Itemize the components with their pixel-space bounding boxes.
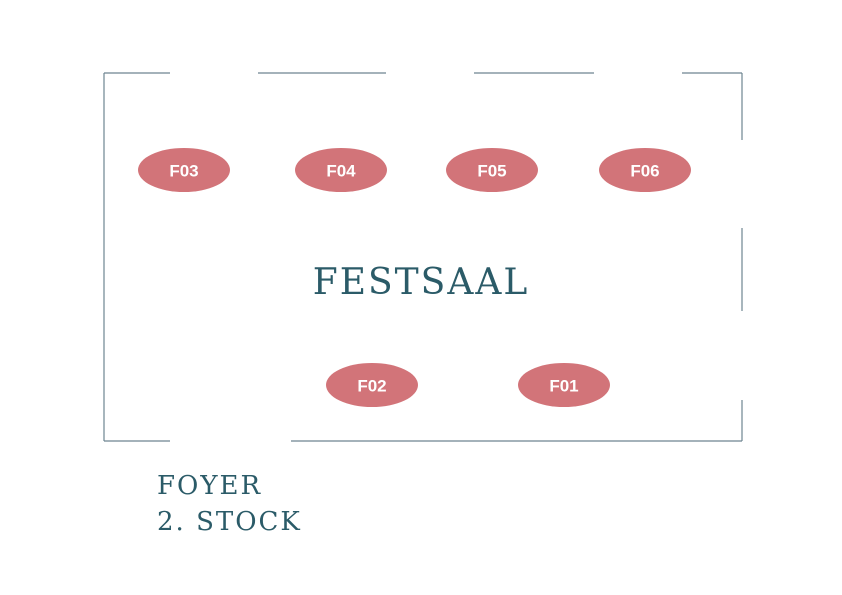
table-label: F04: [326, 162, 356, 181]
table-f06[interactable]: F06: [599, 148, 691, 192]
table-label: F02: [357, 377, 386, 396]
table-f04[interactable]: F04: [295, 148, 387, 192]
room-title: FESTSAAL: [313, 262, 530, 303]
table-f05[interactable]: F05: [446, 148, 538, 192]
floor-label: 2. STOCK: [157, 507, 302, 537]
table-label: F06: [630, 162, 659, 181]
table-f01[interactable]: F01: [518, 363, 610, 407]
table-f02[interactable]: F02: [326, 363, 418, 407]
table-label: F05: [477, 162, 506, 181]
table-label: F01: [549, 377, 578, 396]
table-f03[interactable]: F03: [138, 148, 230, 192]
foyer-label: FOYER: [157, 471, 262, 501]
table-label: F03: [169, 162, 198, 181]
walls: [103, 72, 743, 442]
